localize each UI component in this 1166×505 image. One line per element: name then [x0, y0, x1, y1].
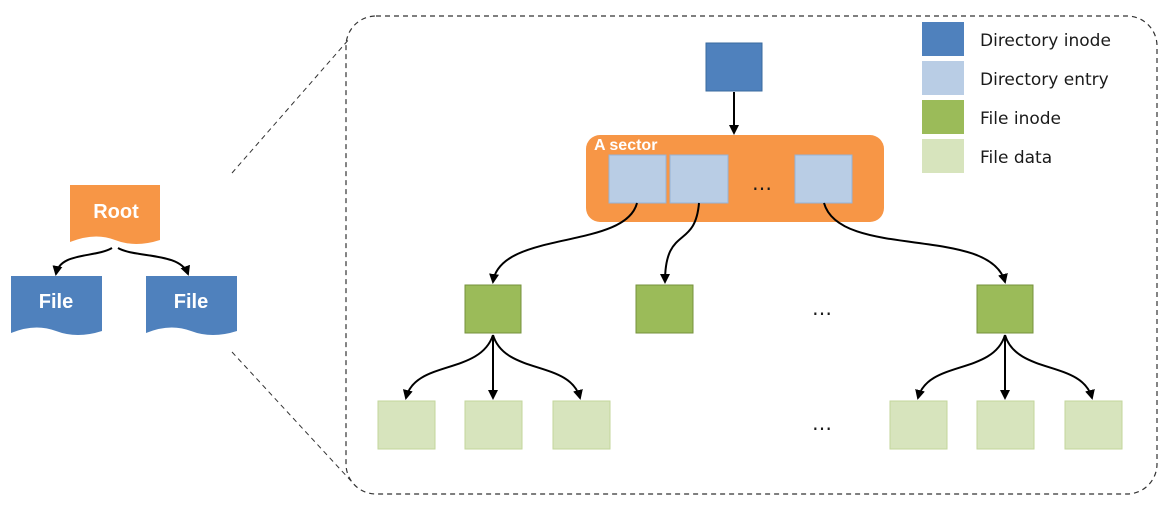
data-ellipsis: … [812, 411, 832, 435]
root-to-file-left-arrow [52, 247, 113, 276]
entry1-to-inode1-arrow [489, 202, 638, 284]
entries-ellipsis: … [752, 171, 772, 195]
legend-item-directory-entry: Directory entry [922, 61, 1162, 99]
legend-swatch-file-inode [922, 100, 964, 134]
detail-frame [345, 15, 1158, 495]
inode1-to-data3-arrow [492, 334, 583, 400]
inode3-to-data4-arrow [915, 334, 1006, 400]
legend-label-file-inode: File inode [980, 109, 1061, 129]
legend-swatch-file-data [922, 139, 964, 173]
zoom-guide-bottom [231, 351, 353, 483]
legend-label-directory-entry: Directory entry [980, 70, 1109, 90]
file-label-right: File [174, 291, 208, 313]
legend-swatch-directory-entry [922, 61, 964, 95]
file-data-5 [976, 400, 1035, 450]
file-inode-3 [976, 284, 1034, 334]
file-data-4 [889, 400, 948, 450]
root-document [70, 185, 160, 244]
directory-entry-1 [608, 154, 667, 204]
inode3-to-data6-arrow [1004, 334, 1095, 400]
file-inode-2 [635, 284, 694, 334]
root-to-file-right-arrow [117, 247, 190, 276]
file-inode-1 [464, 284, 522, 334]
file-data-6 [1064, 400, 1123, 450]
file-data-2 [464, 400, 523, 450]
file-data-1 [377, 400, 436, 450]
inodes-ellipsis: … [812, 296, 832, 320]
file-label-left: File [39, 291, 73, 313]
inode1-to-data1-arrow [402, 334, 494, 400]
entry3-to-inode3-arrow [823, 202, 1008, 284]
legend-swatch-directory-inode [922, 22, 964, 56]
file-data-3 [552, 400, 611, 450]
directory-entry-3 [794, 154, 853, 204]
detail-view: A sector … … … [377, 42, 1123, 450]
legend-item-directory-inode: Directory inode [922, 22, 1162, 60]
entry2-to-inode2-arrow [660, 202, 700, 284]
file-document-left [11, 276, 102, 335]
legend-item-file-data: File data [922, 139, 1162, 177]
root-label: Root [93, 201, 139, 223]
legend-label-directory-inode: Directory inode [980, 31, 1111, 51]
legend-label-file-data: File data [980, 148, 1053, 168]
directory-entry-2 [669, 154, 729, 204]
file-document-right [146, 276, 237, 335]
left-tree: Root File File [11, 185, 237, 335]
legend-item-file-inode: File inode [922, 100, 1162, 138]
sector-label: A sector [594, 137, 657, 154]
directory-inode-box [705, 42, 763, 92]
zoom-guide-top [231, 37, 351, 174]
